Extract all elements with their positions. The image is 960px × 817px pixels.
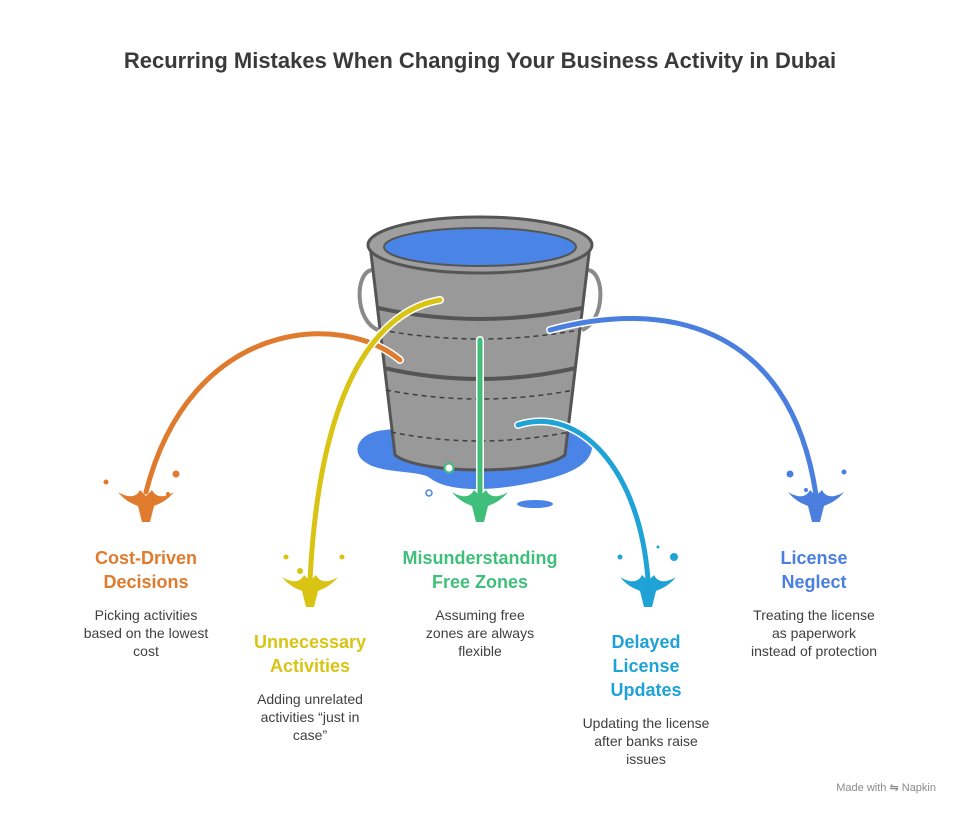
label-neglect: License Neglect — [780, 548, 848, 592]
splash-icon — [443, 462, 508, 522]
made-with-text: Made with — [836, 782, 887, 794]
desc-freezones: Assuming free zones are always flexible — [425, 607, 535, 659]
stream-neglect — [546, 314, 820, 499]
splash-icon — [282, 554, 345, 607]
diagram-title: Recurring Mistakes When Changing Your Bu… — [123, 48, 837, 73]
desc-unnecessary: Adding unrelated activities “just in cas… — [257, 691, 363, 743]
splash-icon — [786, 469, 847, 522]
label-freezones: Misunderstanding Free Zones — [402, 548, 558, 592]
footer-attribution[interactable]: Made with ⇋ Napkin — [836, 781, 936, 794]
desc-delayed: Updating the license after banks raise i… — [582, 715, 710, 767]
desc-cost: Picking activities based on the lowest c… — [83, 607, 209, 659]
napkin-logo-icon: ⇋ — [889, 782, 899, 794]
desc-neglect: Treating the license as paperwork instea… — [750, 607, 878, 659]
label-delayed: Delayed License Updates — [610, 632, 682, 700]
splash-icon — [617, 545, 678, 607]
label-cost: Cost-Driven Decisions — [94, 548, 197, 592]
splash-icon — [103, 470, 180, 522]
label-unnecessary: Unnecessary Activities — [253, 632, 367, 676]
brand-text: Napkin — [901, 782, 936, 794]
